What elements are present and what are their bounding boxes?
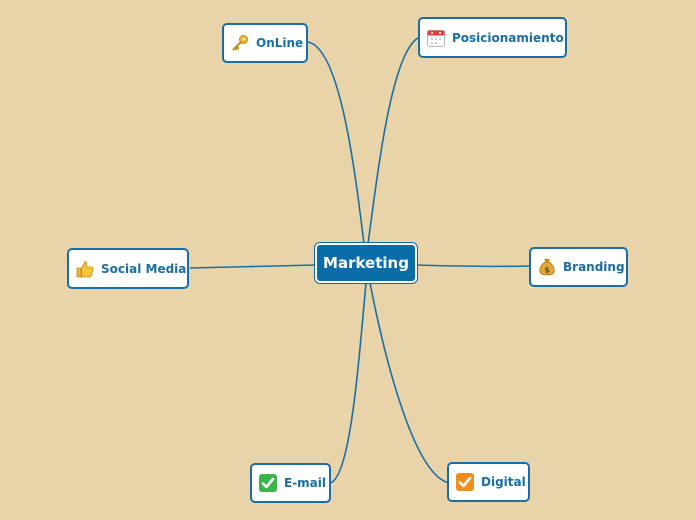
topic-branding-label: Branding — [563, 260, 625, 274]
connector-posicionamiento — [367, 36, 421, 245]
green-check-icon — [258, 473, 278, 493]
svg-text:$: $ — [544, 266, 550, 275]
central-topic-label: Marketing — [323, 254, 409, 272]
topic-digital-label: Digital — [481, 475, 526, 489]
topic-digital[interactable]: Digital — [447, 462, 530, 502]
topic-email-label: E-mail — [284, 476, 327, 490]
central-topic[interactable]: Marketing — [315, 243, 417, 283]
topic-email[interactable]: E-mail — [250, 463, 331, 503]
connector-branding — [415, 264, 531, 268]
topic-branding[interactable]: $ Branding — [529, 247, 628, 287]
calendar-icon — [426, 28, 446, 48]
topic-social-media-label: Social Media — [101, 261, 187, 276]
connector-email — [329, 282, 367, 484]
topic-posicionamiento-label: Posicionamiento — [452, 30, 564, 45]
orange-check-icon — [455, 472, 475, 492]
connector-online — [307, 41, 365, 245]
topic-social-media[interactable]: Social Media — [67, 248, 189, 289]
connector-digital — [369, 282, 451, 484]
key-icon — [230, 33, 250, 53]
thumbs-up-icon — [75, 259, 95, 279]
topic-online-label: OnLine — [256, 36, 304, 50]
topic-online[interactable]: OnLine — [222, 23, 308, 63]
topic-posicionamiento[interactable]: Posicionamiento — [418, 17, 567, 58]
connector-social-media — [189, 264, 317, 269]
money-bag-icon: $ — [537, 257, 557, 277]
